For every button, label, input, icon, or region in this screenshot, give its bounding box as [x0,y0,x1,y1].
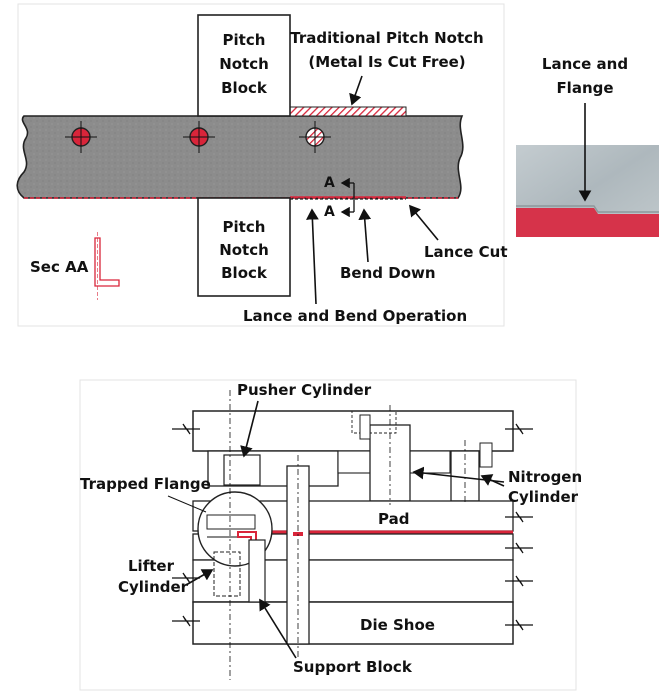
pusher-cylinder-arrow [240,400,259,458]
section-aa-profile [94,232,120,300]
support-block [248,539,266,603]
die-shoe [192,601,514,645]
traditional-notch-sublabel: (Metal Is Cut Free) [308,53,465,71]
pilot-hole [183,121,215,153]
pusher-cylinder-label: Pusher Cylinder [237,381,372,399]
section-marker: A A [324,175,355,220]
photo-label-line1: Lance and [542,55,628,73]
nitrogen-cylinder-label-line2: Cylinder [508,488,579,506]
traditional-notch-arrow [349,75,363,106]
lifter-cylinder-label-line1: Lifter [128,557,175,575]
lifter-cylinder-arrow [185,569,214,586]
photo-label-line2: Flange [556,79,613,97]
bend-down-label: Bend Down [340,264,436,282]
die-shoe-label: Die Shoe [360,616,435,634]
lance-bend-operation-label: Lance and Bend Operation [243,307,467,325]
pitch-block-top-line3: Block [221,79,268,97]
lance-flange-photo-panel: Lance and Flange [516,55,659,237]
pitch-notch-block-bottom [197,197,291,297]
section-aa-label: Sec AA [30,258,89,276]
pad-label: Pad [378,510,409,528]
pilot-hole-hatched [299,121,331,153]
lifter-cylinder-body [213,551,241,597]
pilot-hole [65,121,97,153]
lance-cut-arrow [408,204,439,241]
traditional-notch-area [289,106,407,117]
pitch-block-bottom-line1: Pitch [223,218,266,236]
bottom-panel: Pusher Cylinder Trapped Flange Nitrogen … [79,379,582,691]
pitch-notch-block-top [197,14,291,117]
trapped-flange-leader [167,495,207,513]
pitch-block-top-line1: Pitch [223,31,266,49]
traditional-notch-label: Traditional Pitch Notch [290,29,483,47]
support-block-label: Support Block [293,658,413,676]
nitrogen-cylinder-label-line1: Nitrogen [508,468,582,486]
pitch-block-top-line2: Notch [219,55,269,73]
lance-bend-operation-arrow [306,208,319,305]
bend-down-arrow [358,208,372,263]
nitrogen-cylinder-arrow-2 [480,474,505,487]
pusher-cylinder-body [223,454,261,486]
trapped-flange-label: Trapped Flange [80,475,211,493]
pitch-block-bottom-line3: Block [221,264,268,282]
support-block-arrow [259,598,297,659]
section-marker-a-top: A [324,175,335,191]
lance-cut-label: Lance Cut [424,243,508,261]
break-marks [172,423,533,631]
lifter-cylinder-label-line2: Cylinder [118,578,189,596]
section-marker-a-bottom: A [324,204,335,220]
die-plate [192,559,514,603]
pitch-block-bottom-line2: Notch [219,241,269,259]
top-panel: Pitch Notch Block Pitch Notch Block Trad… [16,3,508,327]
